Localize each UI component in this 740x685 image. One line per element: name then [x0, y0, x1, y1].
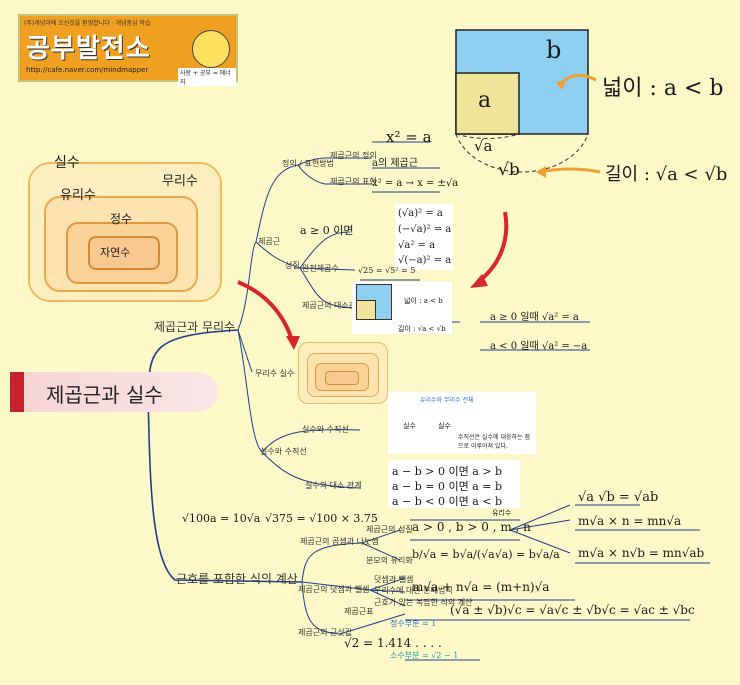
node-rationalize: 분모의 유리화	[366, 556, 413, 565]
mini-square-a	[356, 300, 376, 320]
set-natural-label: 자연수	[100, 246, 131, 259]
center-title-accent	[10, 372, 24, 412]
set-integer-label: 정수	[110, 212, 133, 226]
node-mul-div: 제곱근의 곱셈과 나눗셈	[300, 537, 379, 546]
math-abs2: a < 0 일때 √a² = −a	[490, 341, 588, 352]
set-natural	[88, 236, 160, 270]
math-p1: (√a)² = a	[398, 208, 443, 219]
header-banner: (주)개념이에 오신것을 환영합니다 · 개념중심 학습 공부발전소 http:…	[18, 14, 238, 86]
node-complex: 근호가 있는 복잡한 식의 계산	[374, 598, 473, 607]
property-card	[395, 204, 453, 270]
math-c1: a − b > 0 이면 a > b	[392, 465, 503, 478]
math-p5: √25 = √5² = 5	[358, 266, 416, 275]
math-ex1: √100a = 10√a	[182, 512, 261, 525]
node-irr-real: 무리수 실수	[255, 369, 295, 378]
header-url[interactable]: http://cafe.naver.com/mindmapper	[26, 66, 149, 74]
math-numline-r: 실수	[438, 422, 451, 430]
math-a-sq: a의 제곱근	[372, 158, 418, 169]
math-m2: m√a × n = mn√a	[578, 514, 682, 528]
header-logo: 공부발전소	[26, 34, 151, 64]
node-mul-prop: 제곱근의 성질	[366, 525, 413, 534]
math-cond-note: 유리수	[492, 509, 512, 517]
node-property: 성질	[285, 261, 300, 270]
math-p3: √a² = a	[398, 240, 436, 251]
numline-card	[388, 392, 536, 454]
branch-b1: 제곱근과 무리수	[154, 320, 236, 334]
math-a-ge0: a ≥ 0 이면	[300, 224, 354, 237]
math-x2a: x² = a	[386, 128, 432, 146]
label-b: b	[546, 36, 562, 64]
node-approx: 제곱근의 근삿값	[298, 628, 353, 637]
node-jegopgeun: 제곱근	[258, 237, 281, 246]
node-real-compare: 실수의 대소 관계	[305, 481, 362, 490]
node-distribute: 무리수에 대한 분배법칙	[374, 586, 453, 595]
node-real-numline: 실수와 수직선	[302, 425, 349, 434]
label-sqrt-b: √b	[498, 160, 520, 180]
node-jega: 완전제곱수	[302, 264, 339, 273]
compare-card	[388, 460, 520, 508]
length-text: 길이 : √a < √b	[605, 164, 728, 185]
math-cond: a > 0 , b > 0 , m , n	[412, 520, 531, 534]
node-add-sub2: 덧셈과 뺄셈	[374, 575, 414, 584]
label-sqrt-a: √a	[474, 137, 493, 155]
math-x-pm: x² = a → x = ±√a	[372, 178, 459, 189]
header-tagline: (주)개념이에 오신것을 환영합니다 · 개념중심 학습	[24, 20, 151, 27]
set-real-label: 실수	[54, 155, 80, 171]
math-numline-note2: 수직선은 실수에 대응하는 점으로 이루어져 있다.	[458, 434, 530, 450]
area-text: 넓이 : a < b	[602, 76, 724, 101]
node-repr: 제곱근의 표현	[330, 177, 377, 186]
node-compare: 제곱근의 대소관계	[302, 301, 364, 310]
math-c3: a − b < 0 이면 a < b	[392, 495, 503, 508]
mascot-icon	[192, 30, 230, 68]
header-slogan: 사랑 + 공부 = 에너지	[178, 68, 236, 86]
node-real-line: 실수와 수직선	[260, 447, 307, 456]
math-mini-area: 넓이 : a < b	[404, 297, 443, 305]
node-add-sub: 제곱근의 덧셈과 뺄셈	[298, 585, 370, 594]
center-title: 제곱근과 실수	[46, 383, 163, 407]
math-frac-part: 소수부분 = √2 − 1	[390, 651, 459, 660]
math-sqrt2: √2 = 1.414 . . . .	[344, 636, 442, 650]
node-def-method: 정의 / 표현방법	[282, 159, 334, 168]
math-m1: √a √b = √ab	[578, 490, 659, 505]
node-def: 제곱근의 정의	[330, 151, 377, 160]
set-rational-label: 유리수	[60, 188, 96, 203]
math-numline-l: 실수	[403, 422, 416, 430]
math-p4: √(−a)² = a	[398, 255, 452, 266]
math-cx: (√a ± √b)√c = √a√c ± √b√c = √ac ± √bc	[450, 603, 695, 617]
node-approx-table: 제곱근표	[344, 607, 374, 616]
math-p2: (−√a)² = a	[398, 224, 452, 235]
math-mini-len: 길이 : √a < √b	[398, 325, 446, 333]
math-ex2: √375 = √100 × 3.75	[265, 512, 378, 525]
math-m3: m√a × n√b = mn√ab	[578, 546, 705, 560]
math-rat: b/√a = b√a/(√a√a) = b√a/a	[412, 548, 560, 561]
label-a: a	[478, 88, 492, 113]
math-numline-note: 유리수와 무리수 전체	[420, 397, 474, 404]
math-dist: m√a + n√a = (m+n)√a	[412, 580, 550, 594]
mini-sets	[298, 342, 388, 404]
center-title-box: 제곱근과 실수	[10, 372, 218, 412]
math-int-part: 정수부분 = 1	[390, 619, 437, 628]
math-c2: a − b = 0 이면 a = b	[392, 480, 503, 493]
branch-b2: 근호를 포함한 식의 계산	[176, 572, 298, 586]
math-abs1: a ≥ 0 일때 √a² = a	[490, 312, 579, 323]
set-irrational-label: 무리수	[162, 174, 198, 189]
